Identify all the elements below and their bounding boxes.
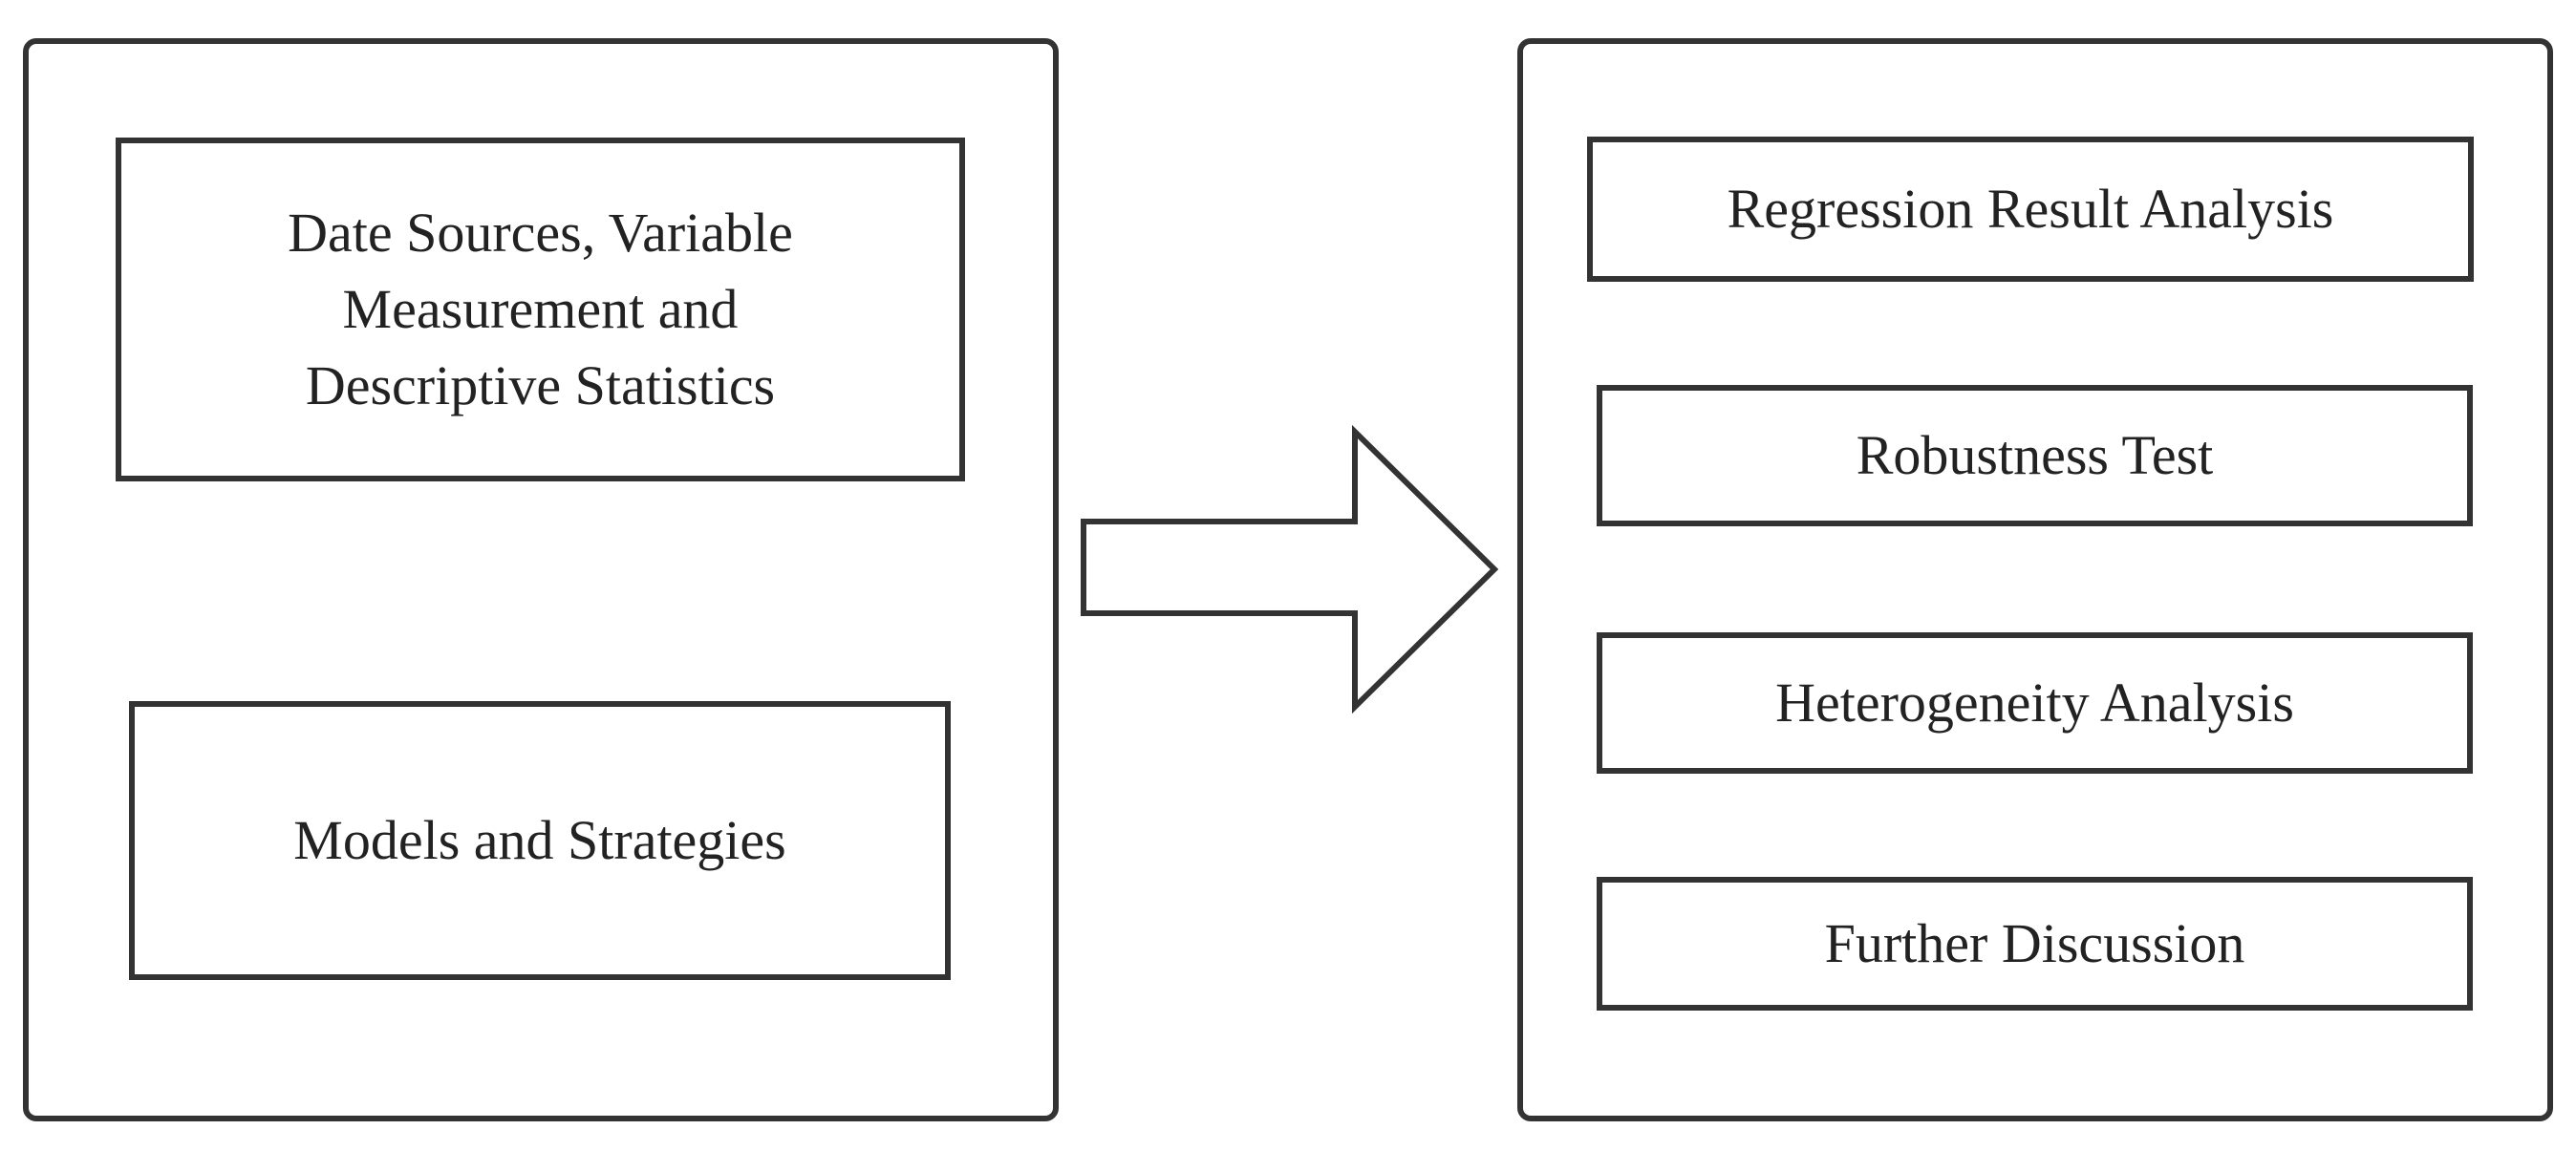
box-models-and-strategies: Models and Strategies xyxy=(129,701,951,980)
box-robustness-test: Robustness Test xyxy=(1597,385,2473,526)
box-heterogeneity-analysis: Heterogeneity Analysis xyxy=(1597,632,2473,774)
arrow-shape xyxy=(1081,424,1499,714)
box-label: Further Discussion xyxy=(1824,911,2245,974)
box-label: Date Sources, Variable Measurement and D… xyxy=(288,201,793,417)
box-label: Models and Strategies xyxy=(293,808,786,871)
box-label: Heterogeneity Analysis xyxy=(1775,671,2294,734)
box-data-sources-variable-measurement: Date Sources, Variable Measurement and D… xyxy=(116,138,965,481)
box-label: Regression Result Analysis xyxy=(1727,177,2334,240)
box-further-discussion: Further Discussion xyxy=(1597,877,2473,1011)
box-label: Robustness Test xyxy=(1856,423,2214,486)
box-regression-result-analysis: Regression Result Analysis xyxy=(1587,137,2474,282)
right-arrow-icon xyxy=(1081,424,1499,714)
